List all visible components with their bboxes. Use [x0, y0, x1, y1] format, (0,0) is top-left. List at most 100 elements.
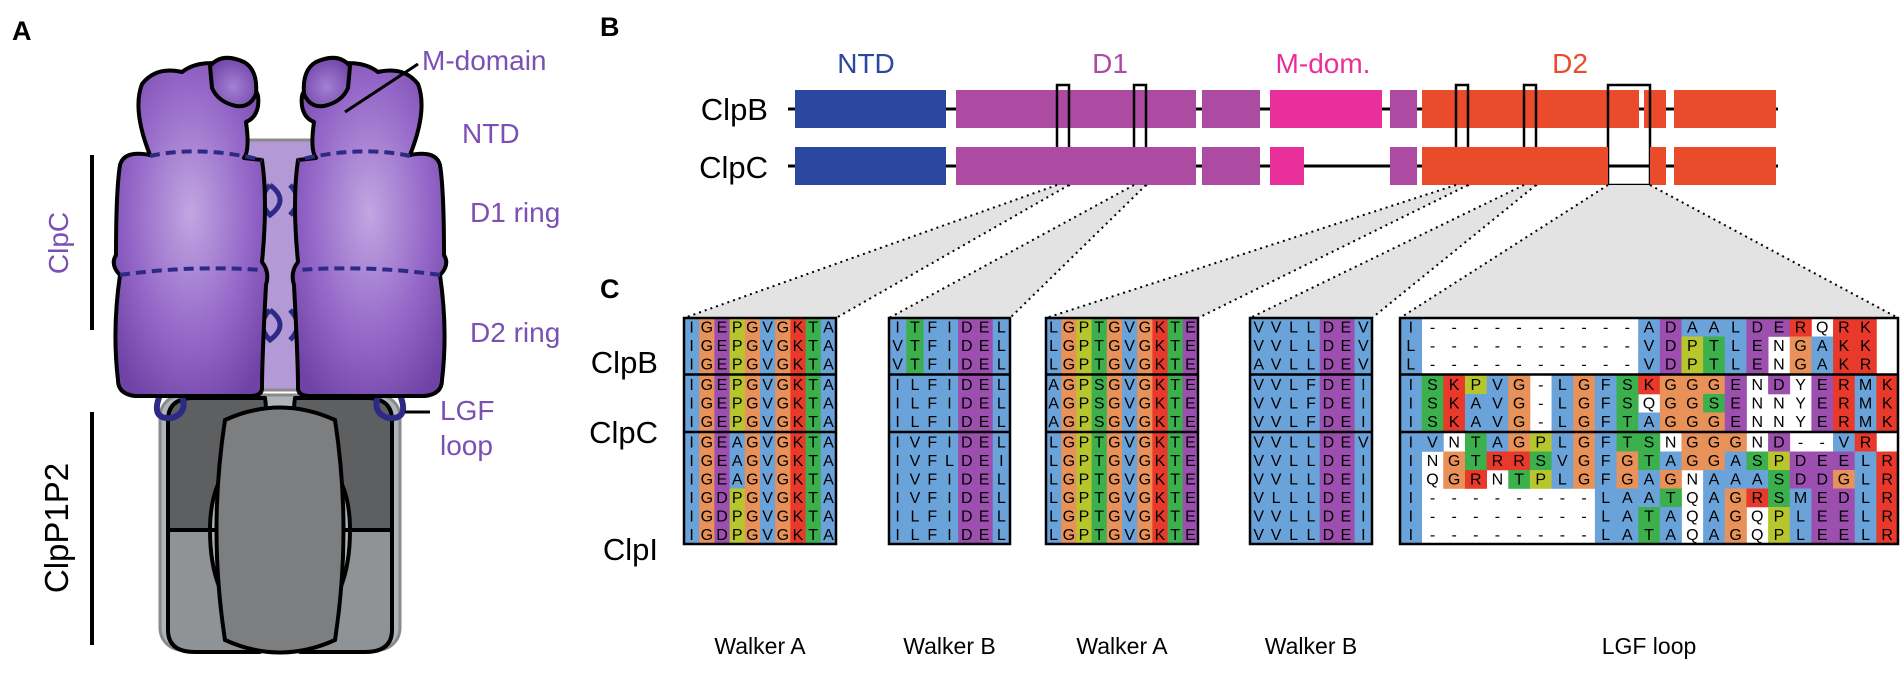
- residue-letter: F: [1306, 414, 1316, 431]
- residue-cell: [744, 488, 761, 508]
- residue-letter: G: [701, 320, 713, 337]
- residue-cell: [1137, 318, 1153, 337]
- residue-letter: D: [1323, 414, 1335, 431]
- residue-letter: V: [1557, 453, 1568, 470]
- residue-letter: T: [1471, 435, 1481, 452]
- residue-cell: [1137, 507, 1153, 526]
- residue-cell: [1876, 412, 1899, 432]
- residue-letter: Q: [1643, 396, 1655, 413]
- residue-cell: [1091, 507, 1108, 526]
- residue-letter: G: [1108, 377, 1120, 394]
- residue-cell: [684, 507, 700, 526]
- residue-letter: V: [910, 435, 921, 452]
- residue-letter: G: [1063, 396, 1075, 413]
- residue-letter: G: [1838, 472, 1850, 489]
- residue-letter: K: [793, 435, 804, 452]
- residue-letter: G: [1063, 357, 1075, 374]
- residue-letter: K: [1860, 338, 1871, 355]
- residue-cell: [714, 412, 730, 432]
- residue-letter: L: [1861, 472, 1870, 489]
- residue-letter: K: [1155, 472, 1166, 489]
- residue-letter: V: [910, 472, 921, 489]
- residue-cell: [1876, 394, 1899, 413]
- residue-cell: [1122, 507, 1138, 526]
- residue-letter: E: [1730, 377, 1741, 394]
- residue-cell: [1616, 394, 1639, 413]
- residue-letter: G: [1578, 396, 1590, 413]
- residue-cell: [889, 451, 907, 471]
- residue-letter: P: [1687, 338, 1698, 355]
- residue-letter: G: [701, 435, 713, 452]
- residue-cell: [1768, 433, 1791, 452]
- residue-letter: G: [1139, 357, 1151, 374]
- residue-cell: [1182, 488, 1199, 508]
- residue-cell: [1724, 394, 1747, 413]
- residue-cell: [1337, 433, 1355, 452]
- residue-letter: R: [1881, 527, 1893, 544]
- residue-letter: E: [1341, 490, 1352, 507]
- residue-cell: [699, 470, 715, 489]
- residue-cell: [1337, 507, 1355, 526]
- residue-cell: [1681, 336, 1704, 356]
- residue-letter: -: [1538, 357, 1543, 374]
- residue-cell: [1768, 470, 1791, 489]
- residue-cell: [1833, 451, 1856, 471]
- residue-letter: G: [1513, 435, 1525, 452]
- clpc-left-subunit: [111, 55, 270, 398]
- residue-cell: [775, 433, 791, 452]
- residue-cell: [1529, 451, 1552, 471]
- residue-letter: L: [1861, 509, 1870, 526]
- residue-letter: I: [895, 377, 899, 394]
- residue-letter: A: [1665, 453, 1676, 470]
- residue-letter: -: [1516, 357, 1521, 374]
- residue-letter: K: [1449, 414, 1460, 431]
- residue-letter: V: [1124, 320, 1135, 337]
- residue-cell: [1354, 525, 1373, 545]
- residue-cell: [1616, 375, 1639, 395]
- residue-letter: D: [1816, 472, 1828, 489]
- residue-letter: G: [1063, 472, 1075, 489]
- residue-letter: D: [961, 435, 973, 452]
- residue-cell: [1703, 488, 1726, 508]
- residue-letter: N: [1773, 414, 1785, 431]
- residue-letter: E: [1817, 396, 1828, 413]
- residue-letter: L: [1289, 490, 1298, 507]
- residue-letter: V: [1271, 320, 1282, 337]
- residue-letter: T: [1514, 472, 1524, 489]
- residue-letter: A: [823, 338, 834, 355]
- residue-letter: V: [762, 453, 773, 470]
- residue-cell: [1137, 336, 1153, 356]
- residue-cell: [729, 451, 746, 471]
- residue-cell: [1302, 412, 1321, 432]
- residue-letter: -: [1473, 490, 1478, 507]
- residue-cell: [1106, 355, 1123, 374]
- residue-cell: [684, 488, 700, 508]
- residue-cell: [1076, 394, 1092, 413]
- residue-cell: [714, 355, 730, 374]
- residue-cell: [940, 355, 959, 374]
- residue-letter: L: [1289, 472, 1298, 489]
- residue-cell: [1091, 451, 1108, 471]
- residue-letter: G: [1108, 396, 1120, 413]
- residue-letter: K: [1155, 320, 1166, 337]
- residue-cell: [760, 433, 776, 452]
- residue-letter: E: [979, 490, 990, 507]
- residue-cell: [760, 412, 776, 432]
- residue-cell: [1594, 412, 1617, 432]
- residue-cell: [975, 375, 994, 395]
- residue-letter: E: [979, 414, 990, 431]
- residue-letter: V: [1253, 338, 1264, 355]
- residue-letter: D: [961, 357, 973, 374]
- residue-cell: [790, 412, 806, 432]
- residue-letter: L: [1558, 396, 1567, 413]
- residue-cell: [1724, 470, 1747, 489]
- residue-cell: [790, 470, 806, 489]
- residue-letter: G: [1108, 472, 1120, 489]
- residue-letter: I: [1409, 377, 1413, 394]
- residue-letter: F: [927, 509, 937, 526]
- residue-cell: [1091, 336, 1108, 356]
- residue-letter: V: [762, 490, 773, 507]
- residue-cell: [775, 375, 791, 395]
- residue-letter: G: [1513, 396, 1525, 413]
